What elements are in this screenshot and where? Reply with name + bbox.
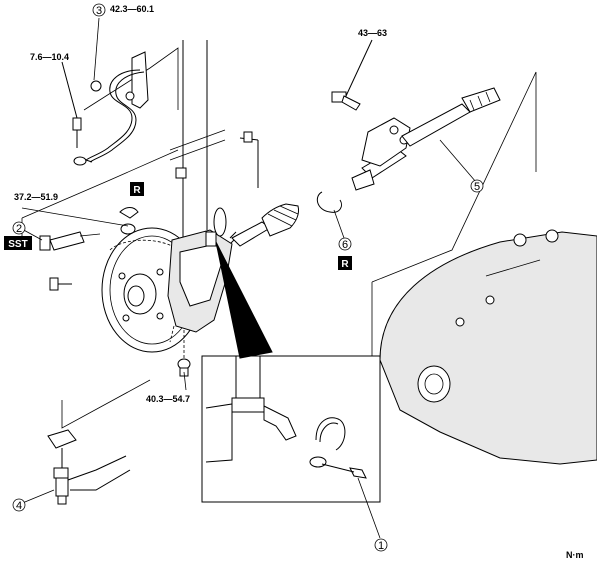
torque-label-sensor-bolt: 7.6—10.4	[30, 52, 69, 62]
callout-5: 5	[470, 179, 484, 193]
frame-lines	[21, 47, 537, 429]
torque-unit-label: N·m	[566, 550, 584, 560]
strut-tube	[169, 40, 226, 260]
inset-leader	[215, 241, 273, 359]
torque-label-ball-joint-nut: 40.3—54.7	[146, 394, 190, 404]
callout-1-number: 1	[378, 540, 384, 552]
circlip	[316, 191, 343, 213]
steering-knuckle	[167, 207, 233, 360]
replace-badge-nut: R	[130, 182, 144, 196]
callout-3-number: 3	[96, 5, 102, 17]
sensor-bolt	[61, 61, 82, 148]
callout-6: 6	[338, 237, 352, 251]
shaft-bracket-bolt	[331, 39, 373, 111]
intermediate-shaft	[351, 87, 501, 191]
knuckle-lower-bolt	[49, 277, 72, 291]
callout-2-number: 2	[16, 223, 22, 235]
replace-badge-nut-text: R	[133, 185, 141, 196]
inset-detail	[201, 355, 381, 503]
replace-badge-clip-text: R	[341, 259, 349, 270]
replace-badge-clip: R	[338, 256, 352, 270]
callout-4-number: 4	[16, 500, 22, 512]
callout-2: 2	[12, 221, 26, 235]
tie-rod-nut	[119, 207, 139, 235]
brake-hose-bracket	[239, 131, 259, 188]
wheel-speed-sensor	[73, 51, 149, 166]
callout-6-number: 6	[342, 239, 348, 251]
sst-badge-text: SST	[8, 239, 27, 250]
torque-label-shaft-bolt: 43—63	[358, 28, 387, 38]
sst-badge: SST	[4, 236, 32, 250]
transaxle-case	[379, 229, 597, 465]
torque-label-tie-rod-nut: 37.2—51.9	[14, 192, 58, 202]
drive-shaft	[227, 203, 299, 247]
lower-sensor-bracket	[47, 429, 131, 505]
callout-3: 3	[92, 3, 106, 17]
callout-5-number: 5	[474, 181, 480, 193]
callout-leaders	[19, 17, 477, 539]
callout-4: 4	[12, 498, 26, 512]
torque-label-sensor-bracket: 42.3—60.1	[110, 4, 154, 14]
knuckle-bolt-sst	[39, 231, 101, 251]
callout-1: 1	[374, 538, 388, 552]
